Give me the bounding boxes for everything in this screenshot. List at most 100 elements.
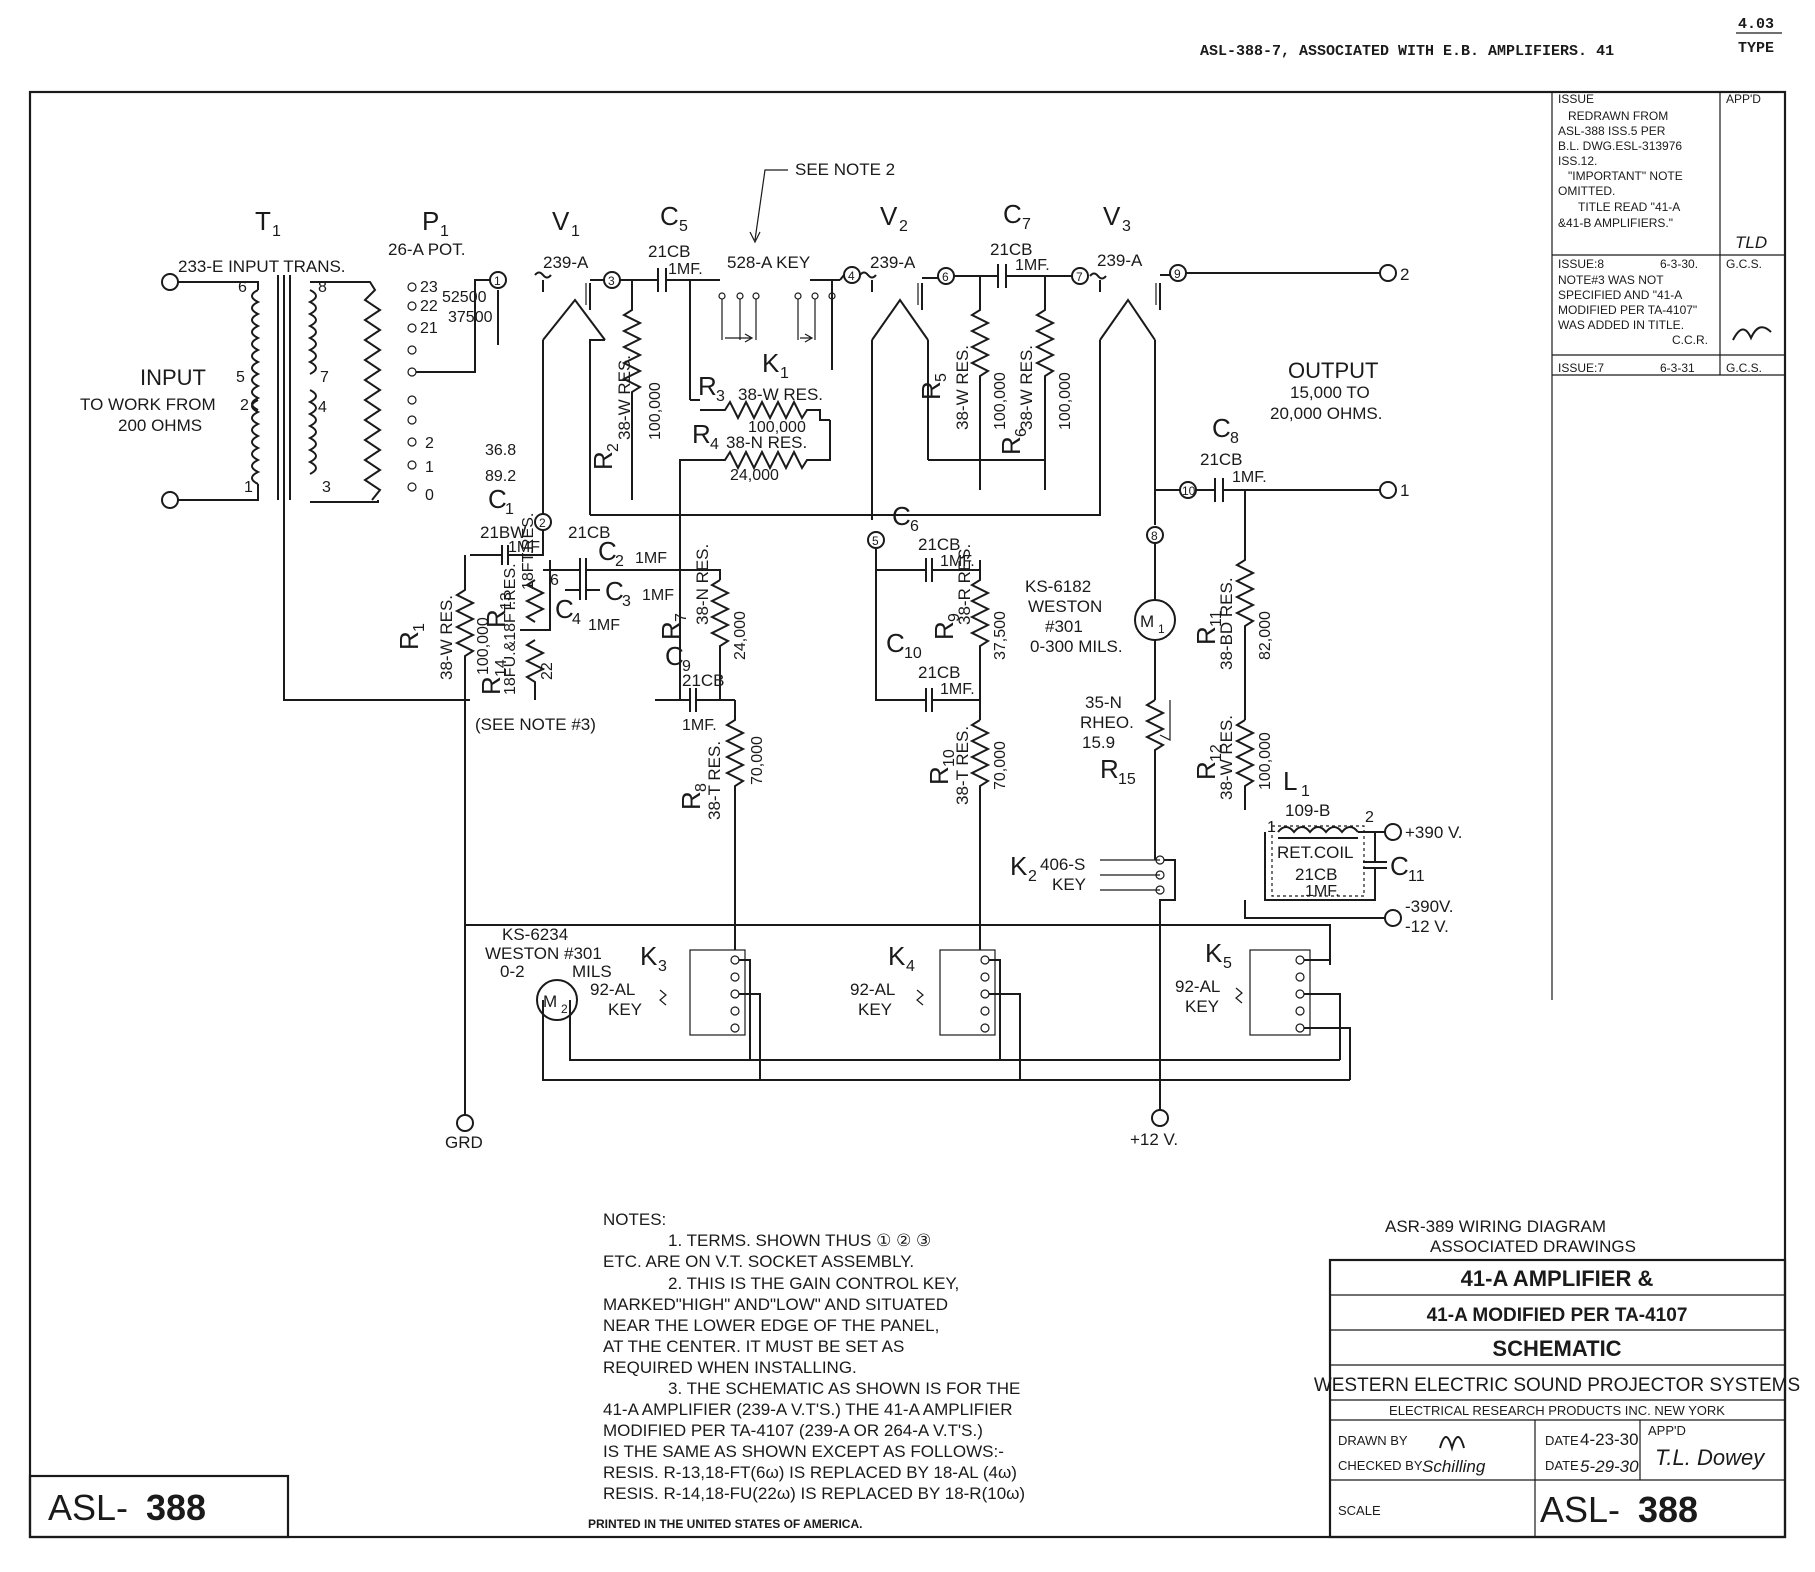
r5-val: 100,000 <box>992 372 1009 430</box>
c9-mf: 1MF. <box>682 717 717 734</box>
c7-val: 21CB <box>990 240 1033 259</box>
r1-label: R <box>394 631 424 650</box>
c10-sub: 10 <box>904 645 922 662</box>
r14-desc: 18FU.&18FT.RES. <box>502 563 519 695</box>
terminal-1-num: 1 <box>494 274 501 288</box>
see-note-3: (SEE NOTE #3) <box>475 715 596 734</box>
note-line-10: IS THE SAME AS SHOWN EXCEPT AS FOLLOWS:- <box>603 1442 1004 1461</box>
r13-val: 6 <box>550 572 559 589</box>
output-terminal-1 <box>1379 481 1397 499</box>
k2-type: 406-S <box>1040 855 1085 874</box>
c1-mf: 1MF <box>508 539 540 556</box>
k5-label: K <box>1205 938 1223 968</box>
rev1-line-0: REDRAWN FROM <box>1568 109 1668 123</box>
c1-val: 21BW <box>480 523 526 542</box>
pot-low-1: 1 <box>425 459 434 476</box>
v1-sub: 1 <box>571 223 580 240</box>
note-line-9: MODIFIED PER TA-4107 (239-A OR 264-A V.T… <box>603 1421 983 1440</box>
t1-label: T <box>255 206 271 236</box>
c8-mf: 1MF. <box>1232 469 1267 486</box>
k3-key: KEY <box>608 1000 642 1019</box>
note-line-6: REQUIRED WHEN INSTALLING. <box>603 1358 857 1377</box>
c1-label: C <box>488 484 507 514</box>
terminal-3-num: 3 <box>608 274 615 288</box>
wire-v1-grid-right <box>589 339 605 515</box>
input-transformer: 6 5 2 1 8 7 4 3 <box>236 275 331 500</box>
r12-sub: 12 <box>1208 744 1225 762</box>
v3-type: 239-A <box>1097 251 1143 270</box>
header-title: ASL-388-7, ASSOCIATED WITH E.B. AMPLIFIE… <box>1200 43 1614 60</box>
k2-sub: 2 <box>1028 868 1037 885</box>
c5-val: 21CB <box>648 242 691 261</box>
v1-label: V <box>552 206 570 236</box>
header-page-type: TYPE <box>1738 40 1774 57</box>
c9-val: 21CB <box>682 671 725 690</box>
drawing-border <box>28 90 1787 1539</box>
plus-12-label: +12 V. <box>1130 1130 1178 1149</box>
c7-mf: 1MF. <box>1015 257 1050 274</box>
r7-desc: 38-N RES. <box>693 544 712 625</box>
rev3-date: 6-3-31 <box>1660 361 1695 375</box>
k5-sub: 5 <box>1223 955 1232 972</box>
output-sub1: 15,000 TO <box>1290 383 1370 402</box>
r13-sub: 13 <box>498 592 515 610</box>
r10-val: 70,000 <box>992 741 1009 790</box>
resistor-r2: R 2 38-W RES. 100,000 <box>588 280 664 500</box>
minus-12-label: -12 V. <box>1405 917 1449 936</box>
k5-key: KEY <box>1185 997 1219 1016</box>
c2-mf: 1MF <box>635 550 667 567</box>
r1-val: 100,000 <box>475 617 492 675</box>
k4-label: K <box>888 941 906 971</box>
c4-label: C <box>555 594 574 624</box>
pot-label: 26-A POT. <box>388 240 465 259</box>
k4-key: KEY <box>858 1000 892 1019</box>
capacitor-c10: C 10 21CB 1MF. <box>875 570 980 712</box>
rev1-line-5: OMITTED. <box>1558 184 1615 198</box>
wire-input-top <box>178 281 259 290</box>
resistor-r5: R 5 38-W RES. 100,000 <box>916 276 1009 490</box>
k1-sub: 1 <box>780 365 789 382</box>
c3-mf: 1MF <box>642 587 674 604</box>
date1-value: 4-23-30 <box>1580 1430 1639 1449</box>
r11-val: 82,000 <box>1257 611 1274 660</box>
r6-desc: 38-W RES. <box>1017 345 1036 430</box>
m1-desc3: #301 <box>1045 617 1083 636</box>
rev1-line-6: TITLE READ "41-A <box>1578 200 1680 214</box>
rev2-appd: G.C.S. <box>1726 257 1762 271</box>
l1-pin-1: 1 <box>1267 819 1276 836</box>
output-terminal-2 <box>1379 264 1397 282</box>
m2-sub: 2 <box>561 1002 568 1016</box>
title-line2: 41-A MODIFIED PER TA-4107 <box>1427 1305 1688 1326</box>
trans-pin-5: 5 <box>236 369 245 386</box>
r11-label: R <box>1191 626 1221 645</box>
assoc-line2: ASSOCIATED DRAWINGS <box>1430 1237 1636 1256</box>
m2-desc1: KS-6234 <box>502 925 568 944</box>
c5-label: C <box>660 201 679 231</box>
r7-val: 24,000 <box>732 611 749 660</box>
wire-meter-bus-upper <box>569 1000 1340 1061</box>
r3-val: 100,000 <box>748 419 806 436</box>
resistor-r10: R 10 38-T RES. 70,000 <box>924 719 1009 950</box>
capacitor-c1: C 1 21BW 1MF <box>470 484 544 565</box>
title-line4: WESTERN ELECTRIC SOUND PROJECTOR SYSTEMS <box>1314 1375 1800 1396</box>
t1-sub: 1 <box>272 223 281 240</box>
c9-label: C <box>665 641 684 671</box>
rev3-issue: ISSUE:7 <box>1558 361 1604 375</box>
rev2-line-3: WAS ADDED IN TITLE. <box>1558 318 1684 332</box>
appd-label: APP'D <box>1648 1423 1686 1438</box>
l1-desc: RET.COIL <box>1277 843 1354 862</box>
date2-value: 5-29-30 <box>1580 1457 1639 1476</box>
note-line-4: NEAR THE LOWER EDGE OF THE PANEL, <box>603 1316 939 1335</box>
m1-desc2: WESTON <box>1028 597 1102 616</box>
drawn-by-signature <box>1439 1436 1465 1452</box>
resistor-r11: R 11 38-BD RES. 82,000 <box>1191 490 1274 720</box>
wire-trans-ground <box>283 500 470 701</box>
capacitor-c2: 21CB C 2 1MF <box>543 523 721 582</box>
note-line-1: ETC. ARE ON V.T. SOCKET ASSEMBLY. <box>603 1252 914 1271</box>
v3-label: V <box>1103 201 1121 231</box>
r6-sub: 6 <box>1013 428 1030 437</box>
key-k5: K 5 92-AL KEY <box>1175 938 1351 1080</box>
rev1-line-4: "IMPORTANT" NOTE <box>1568 169 1683 183</box>
capacitor-c5: 21CB 1MF. <box>620 242 703 292</box>
resistor-r12: R 12 38-W RES. 100,000 <box>1191 715 1274 810</box>
